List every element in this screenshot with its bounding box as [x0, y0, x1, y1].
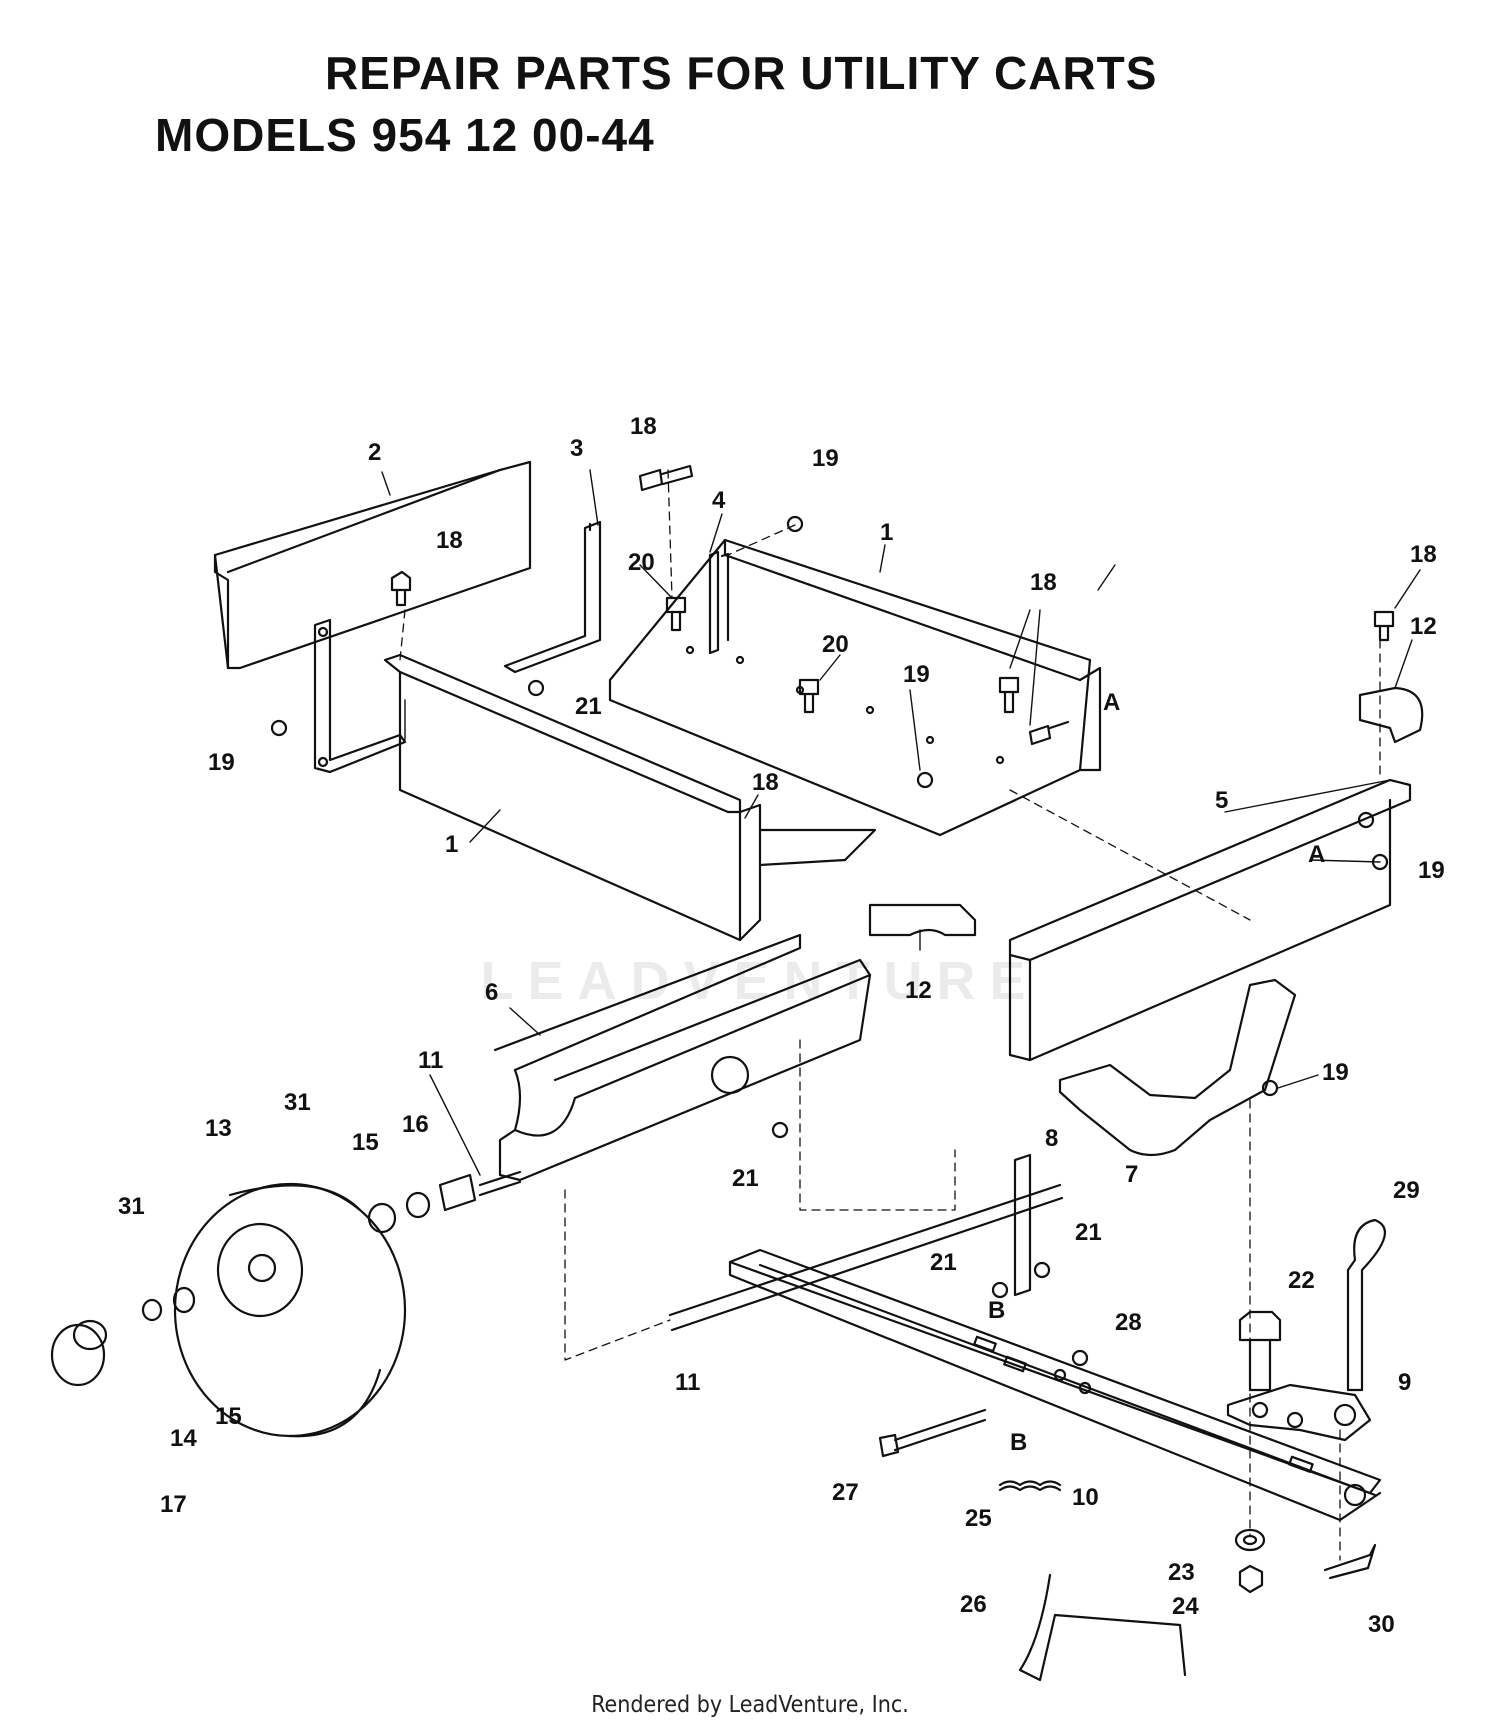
callout-16: 16	[402, 1111, 429, 1138]
callout-20: 20	[822, 631, 849, 658]
model-number: MODELS 954 12 00-44	[155, 109, 655, 161]
rear-bracket-part	[503, 520, 602, 674]
callout-31: 31	[118, 1193, 145, 1220]
callout-labels: 1 1 2 3 4 5 6 7 8 9 10 11 11 12 12 13 14…	[118, 413, 1445, 1638]
spring-part	[998, 1480, 1062, 1492]
wheel-part	[173, 1182, 407, 1438]
callout-25: 25	[965, 1505, 992, 1532]
hitch-pin-part	[1346, 1218, 1386, 1392]
washers-and-bushing	[141, 1173, 477, 1322]
bolt-part	[1238, 1310, 1282, 1392]
callout-21: 21	[1075, 1219, 1102, 1246]
callout-21: 21	[575, 693, 602, 720]
callout-18: 18	[630, 413, 657, 440]
handle-rod-part	[1018, 1573, 1187, 1682]
callout-12: 12	[1410, 613, 1437, 640]
callout-18: 18	[436, 527, 463, 554]
reference-a: A	[1103, 689, 1120, 716]
callout-17: 17	[160, 1491, 187, 1518]
callout-1: 1	[445, 831, 458, 858]
side-bracket-left	[313, 618, 407, 774]
callout-19: 19	[812, 445, 839, 472]
callout-20: 20	[628, 549, 655, 576]
callout-19: 19	[903, 661, 930, 688]
tongue-part	[728, 1248, 1382, 1522]
tongue-bracket-part	[1013, 1153, 1032, 1297]
bolts-hardware	[390, 464, 1395, 746]
clip-part	[1323, 1543, 1377, 1580]
callout-21: 21	[732, 1165, 759, 1192]
rear-frame-part	[1008, 778, 1412, 1062]
side-rail-left-part	[383, 653, 877, 942]
axle-shaft-part	[478, 1170, 1064, 1332]
washer-and-nut	[1234, 1528, 1266, 1594]
callout-19: 19	[1418, 857, 1445, 884]
callout-7: 7	[1125, 1161, 1138, 1188]
post-part	[708, 550, 730, 655]
callout-30: 30	[1368, 1611, 1395, 1638]
hitch-plate-part	[1226, 1383, 1372, 1442]
callout-13: 13	[205, 1115, 232, 1142]
assembly-dashed-lines	[399, 469, 1381, 1561]
callout-24: 24	[1172, 1593, 1199, 1620]
callout-5: 5	[1215, 787, 1228, 814]
callout-1: 1	[880, 519, 893, 546]
hub-cap-part	[50, 1319, 108, 1387]
callout-26: 26	[960, 1591, 987, 1618]
corner-cap-top-part	[1358, 686, 1424, 744]
callout-6: 6	[485, 979, 498, 1006]
front-panel-part	[213, 460, 532, 670]
callout-3: 3	[570, 435, 583, 462]
callout-8: 8	[1045, 1125, 1058, 1152]
bed-floor-part	[608, 538, 1102, 837]
callout-18: 18	[1410, 541, 1437, 568]
callout-15: 15	[215, 1403, 242, 1430]
page-title: REPAIR PARTS FOR UTILITY CARTS	[325, 47, 1158, 99]
nuts-hardware	[270, 515, 1389, 1367]
long-bolt-part	[878, 1408, 987, 1458]
callout-12: 12	[905, 977, 932, 1004]
callout-11: 11	[418, 1047, 443, 1074]
callout-29: 29	[1393, 1177, 1420, 1204]
callout-14: 14	[170, 1425, 197, 1452]
reference-b: B	[988, 1297, 1005, 1324]
reference-b: B	[1010, 1429, 1027, 1456]
callout-19: 19	[1322, 1059, 1349, 1086]
hitch-bracket-part	[1058, 978, 1297, 1157]
spacer-block-part	[868, 903, 977, 937]
callout-11: 11	[675, 1369, 700, 1396]
callout-28: 28	[1115, 1309, 1142, 1336]
callout-18: 18	[1030, 569, 1057, 596]
callout-31: 31	[284, 1089, 311, 1116]
axle-channel-part	[493, 933, 872, 1182]
reference-a: A	[1308, 841, 1325, 868]
leader-lines	[381, 469, 1421, 1176]
callout-18: 18	[752, 769, 779, 796]
callout-22: 22	[1288, 1267, 1315, 1294]
callout-9: 9	[1398, 1369, 1411, 1396]
callout-21: 21	[930, 1249, 957, 1276]
callout-27: 27	[832, 1479, 859, 1506]
callout-2: 2	[368, 439, 381, 466]
callout-19: 19	[208, 749, 235, 776]
callout-23: 23	[1168, 1559, 1195, 1586]
rendered-by-credit: Rendered by LeadVenture, Inc.	[591, 1692, 909, 1718]
callout-4: 4	[712, 487, 726, 514]
callout-10: 10	[1072, 1484, 1099, 1511]
callout-15: 15	[352, 1129, 379, 1156]
